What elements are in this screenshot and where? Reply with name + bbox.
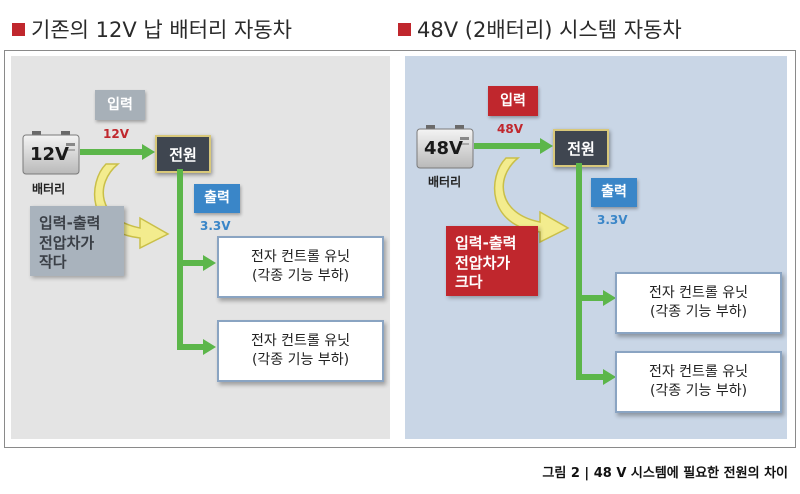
ecu-name: 전자 컨트롤 유닛 bbox=[648, 364, 749, 381]
input-arrow-icon bbox=[142, 144, 155, 160]
ecu-load: (각종 기능 부하) bbox=[649, 304, 748, 320]
battery-label: 배터리 bbox=[32, 182, 66, 196]
output-tag: 출력 bbox=[591, 178, 637, 207]
voltage-difference-note: 입력-출력 전압차가 작다 bbox=[30, 206, 124, 276]
ecu-box: 전자 컨트롤 유닛 (각종 기능 부하) bbox=[217, 236, 384, 298]
input-value: 12V bbox=[103, 127, 129, 141]
input-tag: 입력 bbox=[488, 86, 538, 116]
ecu-load: (각종 기능 부하) bbox=[649, 383, 748, 399]
branch-flow-line bbox=[177, 260, 205, 266]
ecu-name: 전자 컨트롤 유닛 bbox=[250, 333, 351, 350]
figure-caption: 그림 2 | 48 V 시스템에 필요한 전원의 차이 bbox=[542, 466, 788, 481]
battery-voltage: 48V bbox=[424, 138, 463, 159]
battery-icon bbox=[22, 131, 80, 175]
branch-arrow-icon bbox=[603, 369, 616, 385]
branch-arrow-icon bbox=[203, 255, 216, 271]
branch-arrow-icon bbox=[203, 339, 216, 355]
output-tag: 출력 bbox=[194, 184, 240, 213]
branch-flow-line bbox=[177, 344, 205, 350]
input-tag: 입력 bbox=[95, 90, 145, 120]
input-flow-line bbox=[474, 143, 542, 149]
left-panel-title: 기존의 12V 납 배터리 자동차 bbox=[12, 14, 292, 44]
ecu-box: 전자 컨트롤 유닛 (각종 기능 부하) bbox=[217, 320, 384, 382]
battery-label: 배터리 bbox=[428, 175, 462, 189]
ecu-name: 전자 컨트롤 유닛 bbox=[648, 285, 749, 302]
ecu-load: (각종 기능 부하) bbox=[251, 352, 350, 368]
bullet-square-icon bbox=[398, 23, 411, 36]
output-value: 3.3V bbox=[597, 213, 628, 227]
power-block: 전원 bbox=[155, 135, 211, 173]
branch-flow-line bbox=[576, 374, 605, 380]
output-value: 3.3V bbox=[200, 219, 231, 233]
output-flow-line bbox=[177, 169, 183, 350]
bullet-square-icon bbox=[12, 23, 25, 36]
branch-flow-line bbox=[576, 295, 605, 301]
right-panel-title: 48V (2배터리) 시스템 자동차 bbox=[398, 14, 682, 44]
branch-arrow-icon bbox=[603, 290, 616, 306]
output-flow-line bbox=[576, 163, 582, 380]
ecu-name: 전자 컨트롤 유닛 bbox=[250, 249, 351, 266]
input-value: 48V bbox=[497, 122, 523, 136]
battery-icon bbox=[416, 125, 474, 169]
input-flow-line bbox=[80, 149, 144, 155]
ecu-load: (각종 기능 부하) bbox=[251, 268, 350, 284]
voltage-difference-note: 입력-출력 전압차가 크다 bbox=[446, 226, 538, 296]
battery-voltage: 12V bbox=[30, 144, 69, 165]
ecu-box: 전자 컨트롤 유닛 (각종 기능 부하) bbox=[615, 272, 782, 334]
power-block: 전원 bbox=[553, 129, 609, 167]
input-arrow-icon bbox=[540, 138, 553, 154]
ecu-box: 전자 컨트롤 유닛 (각종 기능 부하) bbox=[615, 351, 782, 413]
curved-arrow-icon bbox=[493, 157, 570, 244]
